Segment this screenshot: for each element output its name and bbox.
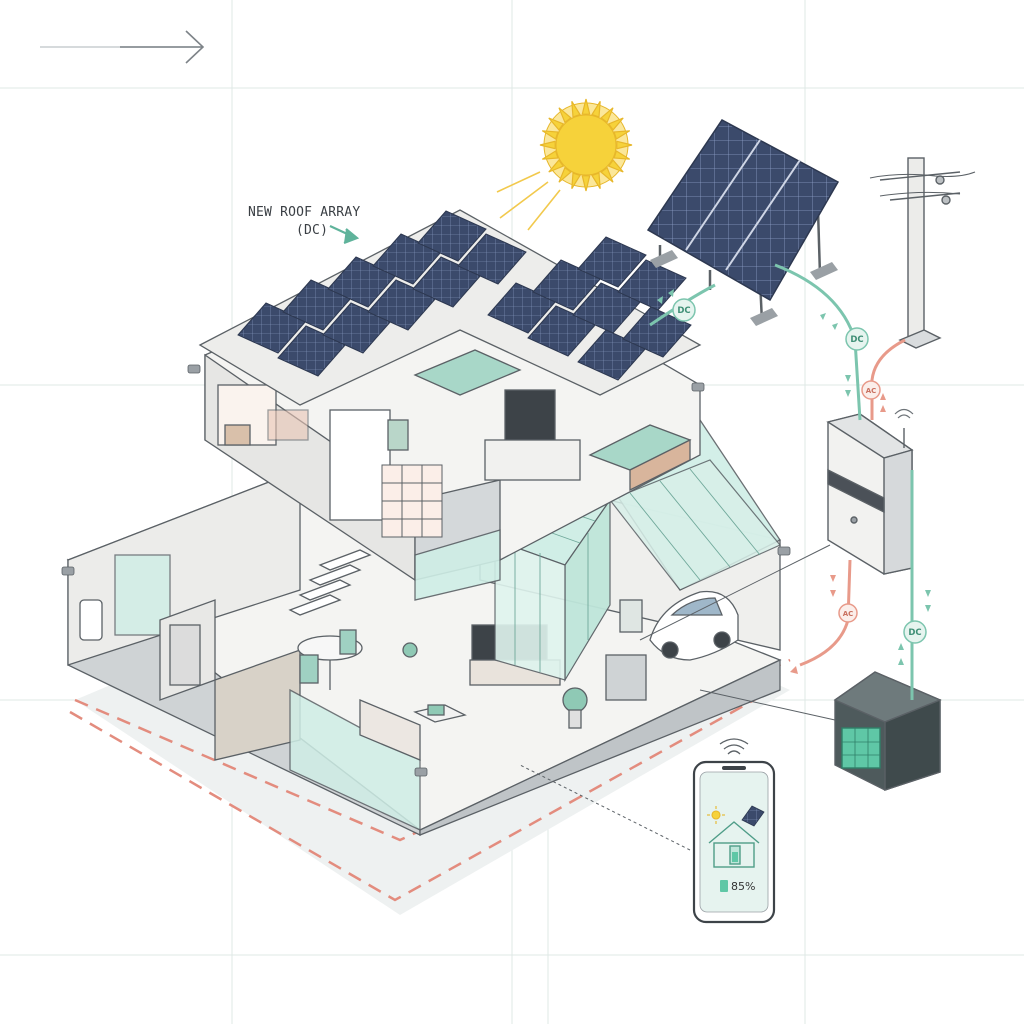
sun-ray <box>591 172 601 190</box>
sun-ray <box>607 159 624 173</box>
utility-pole-icon <box>869 157 976 349</box>
roof-solar-panel <box>617 259 687 311</box>
roof-solar-panel <box>457 233 527 285</box>
line-tag-ac-2: AC <box>838 603 858 623</box>
line-tag-text: DC <box>677 306 690 316</box>
sun-ray <box>613 150 631 160</box>
solar-panel-icon <box>741 805 765 827</box>
battery-level: 85% <box>720 880 755 893</box>
flow-arrows <box>657 289 931 674</box>
sun-ray <box>571 100 581 118</box>
house-lower-level <box>66 469 782 837</box>
ac-ground-line <box>74 658 791 842</box>
sun-ray <box>607 117 624 131</box>
line-tag-text: DC <box>850 335 863 345</box>
sun-icon <box>707 806 725 824</box>
line-tag-text: AC <box>843 610 854 618</box>
sun-ray <box>571 172 581 190</box>
electric-car-icon <box>649 590 739 661</box>
sun-ray <box>548 117 565 131</box>
wifi-icon <box>894 408 914 419</box>
battery-icon <box>833 671 942 791</box>
security-cameras <box>61 364 791 777</box>
label-pointer-arrow-icon <box>329 225 360 245</box>
battery-level-text: 85% <box>731 880 755 893</box>
line-tag-dc-2: DC <box>845 327 869 351</box>
roof-array-label: NEW ROOF ARRAY (DC) <box>248 205 360 245</box>
sun-ray <box>613 130 631 140</box>
roof-solar-array <box>237 210 692 381</box>
roof-array-label-line2: (DC) <box>296 223 328 238</box>
sun-ray <box>600 166 614 183</box>
solar-panel-icon <box>646 119 840 326</box>
sun-ray <box>591 100 601 118</box>
sun-ray <box>541 150 559 160</box>
line-tag-text: DC <box>908 628 921 638</box>
sun-ray <box>581 175 591 192</box>
sun-ray <box>539 140 556 150</box>
battery-level-icon <box>720 880 728 892</box>
line-tag-text: AC <box>866 387 877 395</box>
arrow-right-icon <box>40 30 205 64</box>
sun-icon <box>496 98 633 231</box>
smartphone-icon[interactable]: 85% <box>692 738 776 924</box>
signal-lines <box>519 544 836 851</box>
line-tag-ac-1: AC <box>861 380 881 400</box>
wifi-icon <box>719 738 749 755</box>
roof-solar-panel <box>622 306 692 358</box>
roof-solar-panel <box>577 236 647 288</box>
roof-solar-panel <box>417 210 487 262</box>
sun-ray <box>548 159 565 173</box>
roof-array-label-line1: NEW ROOF ARRAY <box>248 205 360 220</box>
line-tag-dc-1: DC <box>672 298 696 322</box>
sun-ray <box>541 130 559 140</box>
sun-ray <box>581 98 591 115</box>
inverter-icon <box>826 413 914 575</box>
sun-ray <box>558 166 572 183</box>
line-tag-dc-3: DC <box>903 620 927 644</box>
house-icon <box>708 821 760 868</box>
sun-ray <box>558 107 572 124</box>
sun-ray <box>600 107 614 124</box>
sun-ray <box>616 140 633 150</box>
